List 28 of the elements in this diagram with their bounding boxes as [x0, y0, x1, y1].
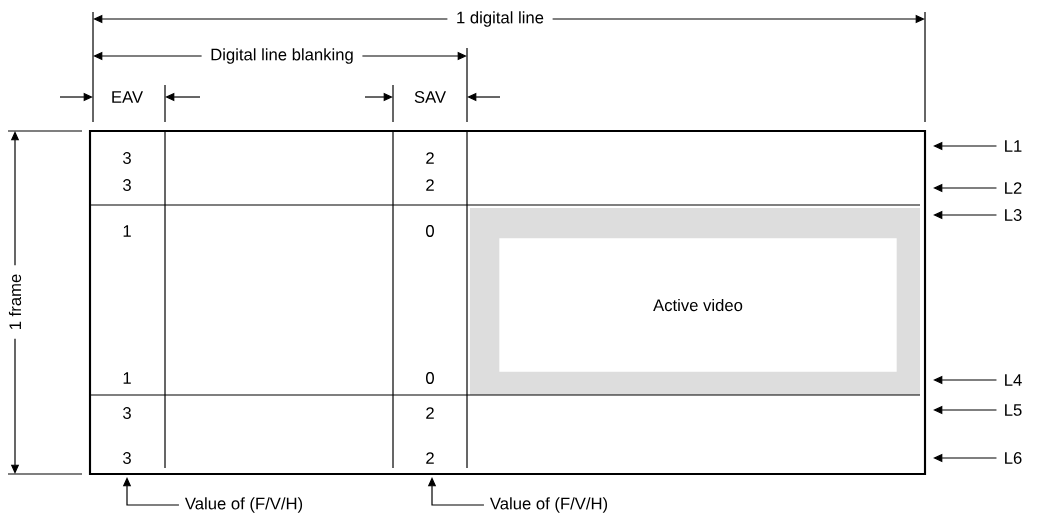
dimension-label: SAV: [414, 91, 446, 103]
value-digit: 3: [123, 152, 131, 164]
value-digit: 3: [123, 179, 131, 191]
line-label: L3: [1005, 209, 1022, 221]
value-digit: 1: [123, 372, 131, 384]
value-digit: 2: [426, 407, 434, 419]
line-label: L2: [1005, 182, 1022, 194]
dimension-label: 1 frame: [8, 274, 22, 329]
dimension-label: Digital line blanking: [211, 48, 353, 64]
value-digit: 2: [426, 152, 434, 164]
value-digit: 0: [426, 225, 434, 237]
line-label: L1: [1005, 140, 1022, 152]
value-note: Value of (F/V/H): [489, 497, 608, 513]
value-digit: 2: [426, 179, 434, 191]
dimension-label: EAV: [112, 91, 143, 103]
value-digit: 1: [123, 225, 131, 237]
leader-line: [122, 477, 180, 506]
leader-line: [427, 477, 485, 506]
value-digit: 3: [123, 452, 131, 464]
value-digit: 0: [426, 372, 434, 384]
dimension-label: 1 digital line: [457, 11, 544, 27]
line-label: L4: [1005, 374, 1022, 386]
video-box: Active video: [499, 238, 897, 372]
line-label: L6: [1005, 452, 1022, 464]
line-label: L5: [1005, 404, 1022, 416]
value-digit: 3: [123, 407, 131, 419]
value-note: Value of (F/V/H): [184, 497, 303, 513]
value-digit: 2: [426, 452, 434, 464]
